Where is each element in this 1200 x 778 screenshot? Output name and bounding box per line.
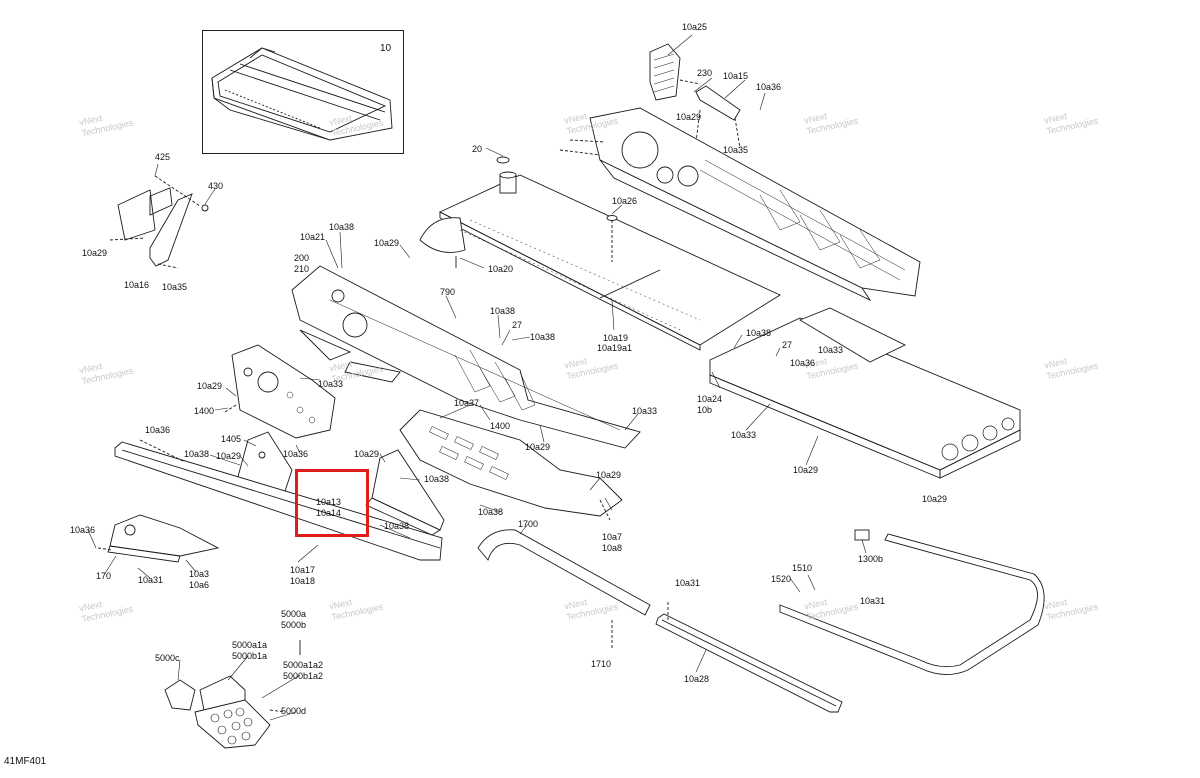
callout-10a25[interactable]: 10a25 (682, 22, 708, 32)
tunnel-plate (419, 156, 781, 351)
callout-10a31[interactable]: 10a31 (860, 596, 886, 606)
right-box-rail (709, 307, 1021, 479)
inset-label: 10 (380, 43, 392, 54)
callout-10a31[interactable]: 10a31 (675, 578, 701, 588)
callout-5000c[interactable]: 5000c (155, 653, 180, 663)
callout-425[interactable]: 425 (155, 152, 171, 162)
callout-10a38[interactable]: 10a38 (384, 521, 410, 531)
callout-1400[interactable]: 1400 (194, 406, 215, 416)
callout-10a29[interactable]: 10a29 (82, 248, 108, 258)
callout-10a36[interactable]: 10a36 (283, 449, 309, 459)
callout-10a19[interactable]: 10a19 (603, 333, 629, 343)
callout-210[interactable]: 210 (294, 264, 310, 274)
diagram-reference-code: 41MF401 (4, 756, 47, 767)
callout-10a21[interactable]: 10a21 (300, 232, 326, 242)
mid-bracket-1400 (224, 344, 336, 439)
footrest-assembly (164, 640, 301, 749)
callout-10a19a1[interactable]: 10a19a1 (597, 343, 633, 353)
callout-10a17[interactable]: 10a17 (290, 565, 316, 575)
upper-tunnel-frame (559, 107, 921, 302)
callout-10a36[interactable]: 10a36 (145, 425, 171, 435)
callout-10a7[interactable]: 10a7 (602, 532, 623, 542)
callout-10a28[interactable]: 10a28 (684, 674, 710, 684)
callout-10a37[interactable]: 10a37 (454, 398, 480, 408)
callout-10a29[interactable]: 10a29 (354, 449, 380, 459)
bar-10a28 (655, 600, 843, 713)
callout-10a29[interactable]: 10a29 (216, 451, 242, 461)
callout-10a33[interactable]: 10a33 (632, 406, 658, 416)
callout-10a29[interactable]: 10a29 (793, 465, 819, 475)
highlight-label-line2[interactable]: 10a14 (316, 508, 342, 518)
callout-1300b[interactable]: 1300b (858, 554, 884, 564)
callout-10a33[interactable]: 10a33 (318, 379, 344, 389)
callout-10a3[interactable]: 10a3 (189, 569, 210, 579)
callout-5000a1a2[interactable]: 5000a1a2 (283, 660, 324, 670)
callout-5000d[interactable]: 5000d (281, 706, 307, 716)
callout-170[interactable]: 170 (96, 571, 112, 581)
callout-200[interactable]: 200 (294, 253, 310, 263)
callout-1400[interactable]: 1400 (490, 421, 511, 431)
callout-10a38[interactable]: 10a38 (478, 507, 504, 517)
callout-10a29[interactable]: 10a29 (596, 470, 622, 480)
inset-overview-drawing (211, 47, 393, 141)
left-side-panel (291, 265, 641, 449)
callout-5000b1a2[interactable]: 5000b1a2 (283, 671, 324, 681)
callout-5000a[interactable]: 5000a (281, 609, 307, 619)
callout-10a36[interactable]: 10a36 (756, 82, 782, 92)
callout-10a36[interactable]: 10a36 (790, 358, 816, 368)
left-support-bracket (109, 175, 209, 269)
callout-10a33[interactable]: 10a33 (818, 345, 844, 355)
callout-10a26[interactable]: 10a26 (612, 196, 638, 206)
callout-230[interactable]: 230 (697, 68, 713, 78)
callout-10a29[interactable]: 10a29 (374, 238, 400, 248)
leader-lines (87, 34, 867, 721)
highlight-box (295, 469, 369, 537)
callout-10a6[interactable]: 10a6 (189, 580, 210, 590)
callout-10a33[interactable]: 10a33 (731, 430, 757, 440)
callout-10a38[interactable]: 10a38 (424, 474, 450, 484)
callout-27[interactable]: 27 (512, 320, 523, 330)
callout-10a16[interactable]: 10a16 (124, 280, 150, 290)
upper-bracket (649, 43, 741, 149)
callout-5000a1a[interactable]: 5000a1a (232, 640, 268, 650)
callout-10a20[interactable]: 10a20 (488, 264, 514, 274)
slide-rail-1700 (477, 529, 651, 650)
callout-10a38[interactable]: 10a38 (490, 306, 516, 316)
callout-1405[interactable]: 1405 (221, 434, 242, 444)
callout-5000b1a[interactable]: 5000b1a (232, 651, 268, 661)
left-long-rail (114, 439, 443, 561)
callout-10a35[interactable]: 10a35 (162, 282, 188, 292)
callout-10a31[interactable]: 10a31 (138, 575, 164, 585)
callout-10a29[interactable]: 10a29 (922, 494, 948, 504)
callout-10a29[interactable]: 10a29 (197, 381, 223, 391)
callout-430[interactable]: 430 (208, 181, 224, 191)
callout-1710[interactable]: 1710 (591, 659, 612, 669)
callout-10a38[interactable]: 10a38 (184, 449, 210, 459)
callout-10a35[interactable]: 10a35 (723, 145, 749, 155)
callout-10a29[interactable]: 10a29 (525, 442, 551, 452)
callout-5000b[interactable]: 5000b (281, 620, 307, 630)
callout-10b[interactable]: 10b (697, 405, 713, 415)
callout-790[interactable]: 790 (440, 287, 456, 297)
callout-1510[interactable]: 1510 (792, 563, 813, 573)
callout-1520[interactable]: 1520 (771, 574, 792, 584)
callout-10a8[interactable]: 10a8 (602, 543, 623, 553)
callout-20[interactable]: 20 (472, 144, 483, 154)
callout-27[interactable]: 27 (782, 340, 793, 350)
callout-10a15[interactable]: 10a15 (723, 71, 749, 81)
lower-left-bracket (97, 514, 220, 563)
highlight-label-line1[interactable]: 10a13 (316, 497, 342, 507)
callout-10a18[interactable]: 10a18 (290, 576, 316, 586)
callout-10a24[interactable]: 10a24 (697, 394, 723, 404)
callout-10a29[interactable]: 10a29 (676, 112, 702, 122)
inset-overview-box (202, 30, 404, 154)
callout-10a38[interactable]: 10a38 (329, 222, 355, 232)
callout-10a38[interactable]: 10a38 (746, 328, 772, 338)
callout-1700[interactable]: 1700 (518, 519, 539, 529)
callout-10a38[interactable]: 10a38 (530, 332, 556, 342)
callout-10a36[interactable]: 10a36 (70, 525, 96, 535)
lower-center-frame (399, 409, 623, 521)
